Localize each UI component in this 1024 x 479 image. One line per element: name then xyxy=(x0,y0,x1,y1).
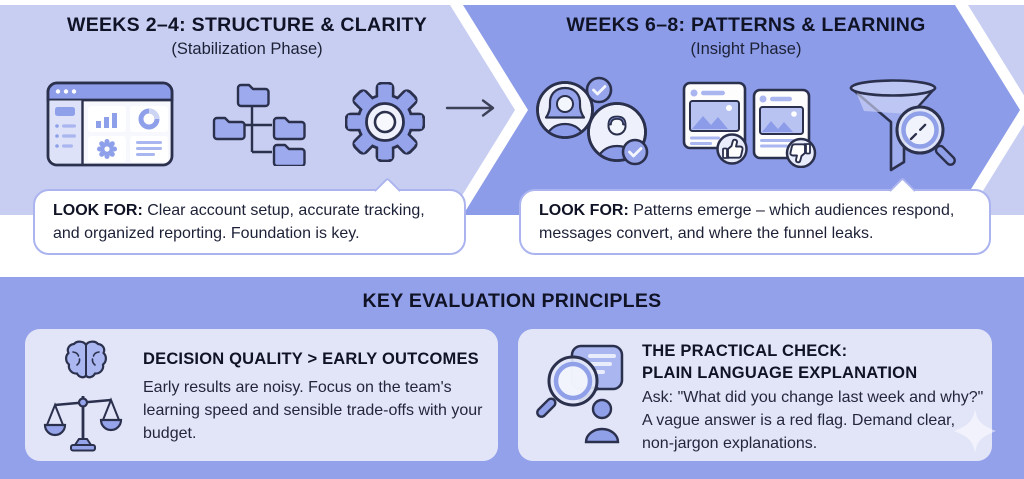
phase2-header: WEEKS 6–8: PATTERNS & LEARNING (Insight … xyxy=(521,13,971,60)
posts-feedback-icon xyxy=(682,81,817,168)
principles-title: KEY EVALUATION PRINCIPLES xyxy=(362,290,662,312)
principle-card-practical-check: THE PRACTICAL CHECK: PLAIN LANGUAGE EXPL… xyxy=(518,329,992,461)
card2-heading: THE PRACTICAL CHECK: PLAIN LANGUAGE EXPL… xyxy=(642,340,987,384)
card1-heading: DECISION QUALITY > EARLY OUTCOMES xyxy=(143,350,479,368)
phase2-title: WEEKS 6–8: PATTERNS & LEARNING xyxy=(566,14,926,36)
lookfor-body: Patterns emerge – which audiences respon… xyxy=(539,202,955,242)
lookfor-body: Clear account setup, accurate tracking, … xyxy=(53,202,425,242)
thumb-down-badge xyxy=(785,137,817,168)
phase1-title: WEEKS 2–4: STRUCTURE & CLARITY xyxy=(66,14,428,36)
card2-body: Ask: "What did you change last week and … xyxy=(642,389,984,452)
chevron-next-sliver xyxy=(968,5,1024,215)
balance-scale-icon xyxy=(43,396,123,452)
magnifier-chat-icon xyxy=(536,344,624,444)
arrow-right-icon xyxy=(445,99,495,117)
folder-tree-icon xyxy=(212,83,306,166)
audience-checks-icon xyxy=(536,76,649,166)
principle-card-decision-quality: DECISION QUALITY > EARLY OUTCOMES Early … xyxy=(25,329,498,461)
lookfor-label: LOOK FOR: xyxy=(539,202,629,219)
card2-heading-line2: PLAIN LANGUAGE EXPLANATION xyxy=(642,364,918,382)
card2-heading-line1: THE PRACTICAL CHECK: xyxy=(642,342,848,360)
funnel-magnifier-icon xyxy=(849,79,956,172)
phase2-lookfor-text: LOOK FOR: Patterns emerge – which audien… xyxy=(521,191,989,253)
card1-body: Early results are noisy. Focus on the te… xyxy=(143,379,483,442)
phase1-lookfor-bubble: LOOK FOR: Clear account setup, accurate … xyxy=(33,177,466,255)
gear-icon xyxy=(345,82,425,162)
phase2-subtitle: (Insight Phase) xyxy=(690,40,802,58)
thumb-up-badge xyxy=(716,133,748,165)
phase1-lookfor-text: LOOK FOR: Clear account setup, accurate … xyxy=(35,191,464,253)
lookfor-label: LOOK FOR: xyxy=(53,202,143,219)
phase2-lookfor-bubble: LOOK FOR: Patterns emerge – which audien… xyxy=(519,177,991,255)
person-icon xyxy=(584,398,620,444)
phase1-header: WEEKS 2–4: STRUCTURE & CLARITY (Stabiliz… xyxy=(32,13,462,60)
brain-icon xyxy=(65,340,107,379)
principles-section: KEY EVALUATION PRINCIPLES DECISION QUALI… xyxy=(0,277,1024,479)
sparkle-icon xyxy=(954,409,996,453)
dashboard-icon xyxy=(46,81,174,167)
phase1-subtitle: (Stabilization Phase) xyxy=(171,40,323,58)
